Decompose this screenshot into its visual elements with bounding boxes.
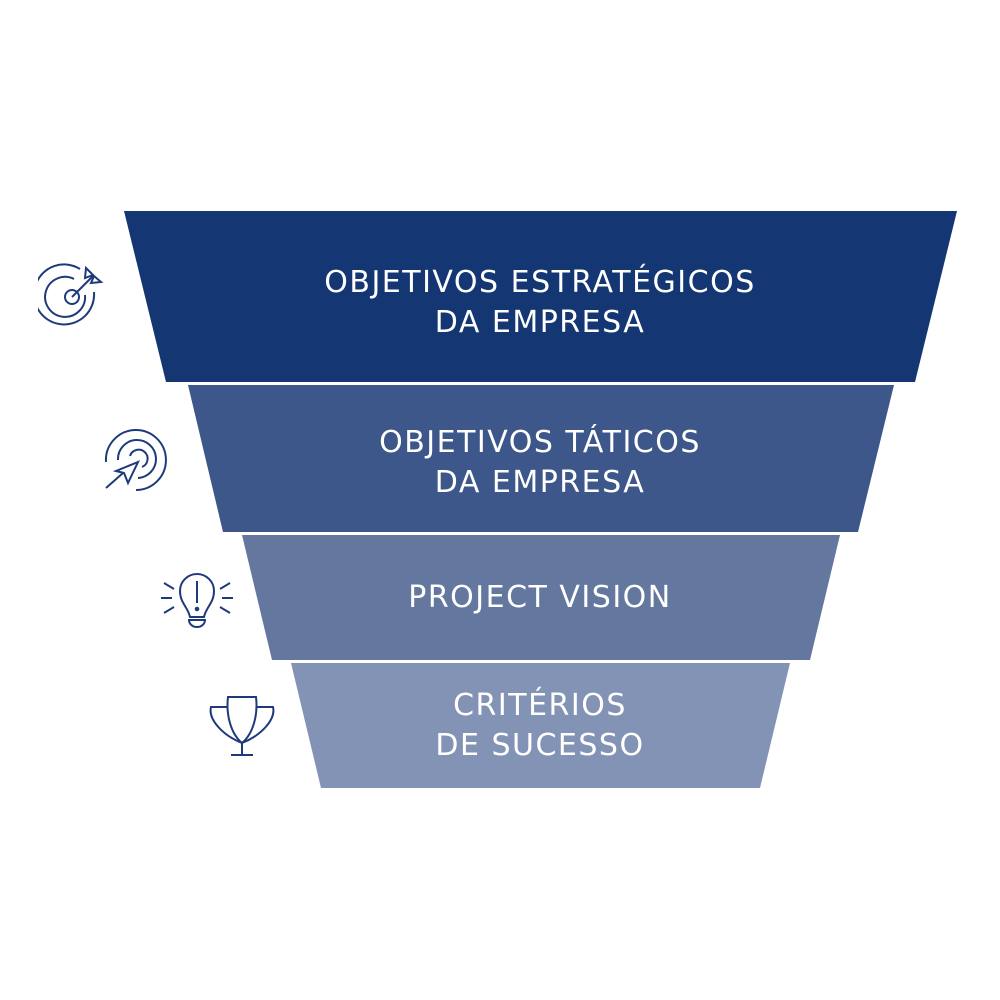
funnel-level-1 (124, 211, 957, 382)
funnel-level-3 (242, 535, 840, 660)
lightbulb-icon (161, 573, 233, 628)
label-line: OBJETIVOS ESTRATÉGICOS (324, 265, 756, 300)
label-line: DA EMPRESA (434, 465, 646, 500)
label-line: DE SUCESSO (435, 728, 645, 763)
trophy-icon (209, 696, 275, 756)
target-arrow-icon (38, 263, 104, 326)
funnel-level-4 (291, 663, 790, 788)
label-line: DA EMPRESA (434, 305, 646, 340)
label-line: CRITÉRIOS (453, 688, 627, 723)
label-line: PROJECT VISION (408, 580, 672, 615)
level-4-label: CRITÉRIOS DE SUCESSO (0, 686, 1000, 766)
funnel-level-2 (188, 385, 894, 532)
level-2-label: OBJETIVOS TÁTICOS DA EMPRESA (0, 423, 1000, 503)
target-cursor-icon (104, 429, 167, 491)
level-1-label: OBJETIVOS ESTRATÉGICOS DA EMPRESA (0, 263, 1000, 343)
level-3-label: PROJECT VISION (0, 578, 1000, 618)
label-line: OBJETIVOS TÁTICOS (379, 425, 701, 460)
